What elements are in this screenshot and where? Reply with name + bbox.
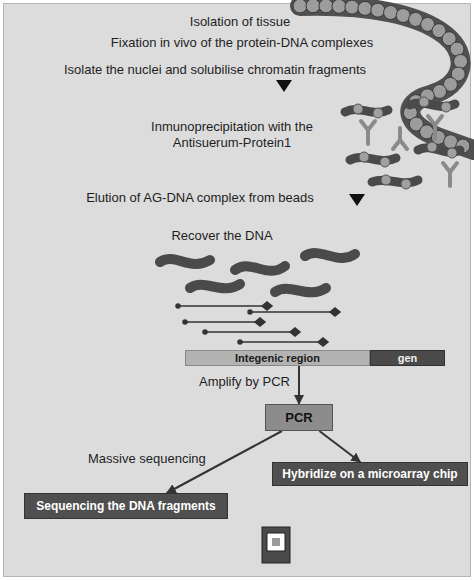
step-arrow <box>276 80 292 92</box>
result-box: Sequencing the DNA fragments <box>24 493 228 519</box>
step-label: Isolate the nuclei and solubilise chroma… <box>62 62 368 78</box>
dna-fragment <box>160 253 355 292</box>
node-text: PCR <box>285 410 312 425</box>
dna-read <box>178 305 262 307</box>
step-arrow <box>349 194 365 206</box>
step-label: Recover the DNA <box>169 228 274 244</box>
flow-arrow <box>298 366 300 404</box>
node-text: Sequencing the DNA fragments <box>36 499 216 513</box>
process-box: PCR <box>265 404 333 431</box>
method-label: Massive sequencing <box>86 451 208 467</box>
dna-read <box>250 311 330 313</box>
dna-read <box>262 302 272 310</box>
antibody <box>361 116 457 186</box>
dna-read <box>183 320 187 324</box>
flow-arrow <box>319 431 360 462</box>
step-label: Inmunoprecipitation with the Antisuerum-… <box>120 119 344 152</box>
microarray-chip <box>262 527 290 563</box>
nucleosome <box>306 0 320 13</box>
dna-read <box>203 330 207 334</box>
dna-read <box>240 341 318 343</box>
dna-read <box>176 302 340 346</box>
nucleosome <box>396 9 410 23</box>
node-text: Integenic region <box>235 352 320 364</box>
node-text: Hybridize on a microarray chip <box>282 467 457 481</box>
step-label: Fixation in vivo of the protein-DNA comp… <box>109 35 375 51</box>
nucleosome <box>319 0 333 13</box>
dna-read <box>176 304 180 308</box>
microarray-chip <box>267 533 285 551</box>
nucleosome <box>450 42 464 56</box>
protein-bead <box>353 104 363 114</box>
antibody <box>393 128 407 149</box>
protein-bead <box>380 157 390 167</box>
chromatin-fragment <box>345 103 460 183</box>
nucleosome <box>332 0 346 13</box>
protein-bead <box>447 148 457 158</box>
protein-bead <box>427 142 437 152</box>
protein-bead <box>401 179 411 189</box>
protein-bead <box>359 152 369 162</box>
result-box: Hybridize on a microarray chip <box>272 462 468 486</box>
dna-read <box>238 340 242 344</box>
dna-read <box>185 321 255 323</box>
nucleosome <box>454 54 468 68</box>
dna-fragment <box>305 253 355 258</box>
dna-fragment <box>160 259 210 264</box>
protein-bead <box>353 97 457 189</box>
nucleosome <box>293 0 307 13</box>
dna-read <box>290 328 300 336</box>
dna-read <box>248 310 252 314</box>
protein-bead <box>419 97 429 107</box>
nucleosome <box>358 1 372 15</box>
protein-bead <box>441 102 451 112</box>
step-label: Isolation of tissue <box>188 14 292 30</box>
node-text: gen <box>398 352 418 364</box>
dna-fragment <box>275 288 326 292</box>
dna-fragment <box>235 266 285 271</box>
dna-fragment <box>190 284 240 288</box>
method-label: Amplify by PCR <box>197 374 292 390</box>
dna-read <box>330 308 340 316</box>
dna-read <box>318 338 328 346</box>
step-label: Elution of AG-DNA complex from beads <box>84 190 316 206</box>
antibody <box>361 121 375 144</box>
nucleosome <box>345 0 359 14</box>
dna-read <box>255 318 265 326</box>
antibody <box>428 116 442 139</box>
protein-bead <box>381 175 391 185</box>
dna-read <box>205 331 290 333</box>
protein-bead <box>373 108 383 118</box>
gene-band: gen <box>370 350 445 366</box>
microarray-chip <box>262 527 290 563</box>
antibody <box>443 163 457 186</box>
nucleosome <box>384 5 398 19</box>
microarray-chip <box>272 538 280 546</box>
nucleosome <box>371 3 385 17</box>
intergenic-band: Integenic region <box>185 350 370 366</box>
